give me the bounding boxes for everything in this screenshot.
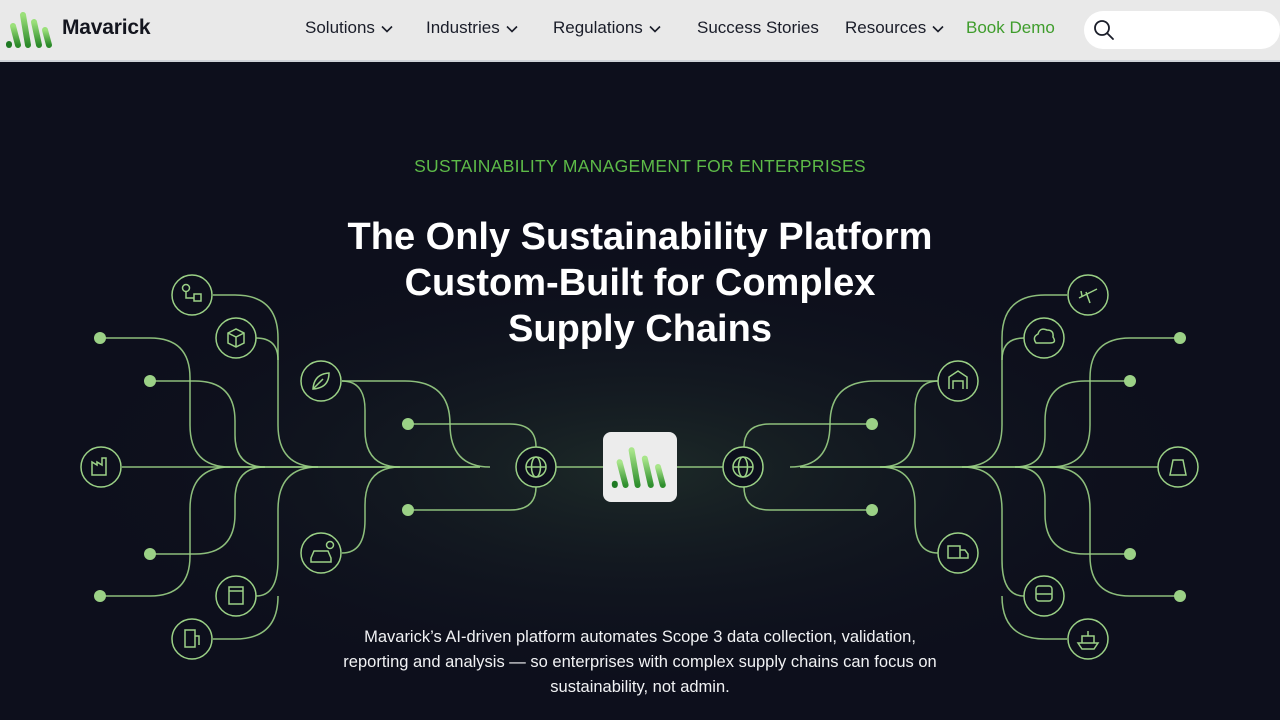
cloud-emissions-icon [1023,317,1065,359]
center-logo-badge [603,432,677,502]
hero-eyebrow: SUSTAINABILITY MANAGEMENT FOR ENTERPRISE… [414,156,866,176]
chevron-down-icon [932,25,944,33]
nav-success-stories[interactable]: Success Stories [697,18,819,42]
network-lines-left [94,294,603,640]
nav-label: Resources [845,18,927,37]
search-box[interactable] [1084,11,1280,49]
nav-label: Success Stories [697,18,819,37]
nav-solutions[interactable]: Solutions [305,18,393,42]
truck-icon [937,532,979,574]
search-icon[interactable] [1093,19,1115,41]
nav-resources[interactable]: Resources [845,18,944,42]
hero-headline: The Only Sustainability Platform Custom-… [347,216,933,350]
train-icon [1023,575,1065,617]
power-plant-icon [1157,446,1199,488]
supply-chain-icon [171,274,213,316]
chevron-down-icon [649,25,661,33]
nav-label: Industries [426,18,500,37]
leaf-icon [300,360,342,402]
prescription-icon [215,575,257,617]
site-header: Mavarick Solutions Industries Regulation… [0,0,1280,62]
hero-description: Mavarick’s AI-driven platform automates … [343,628,937,696]
fuel-pump-icon [171,618,213,660]
chevron-down-icon [381,25,393,33]
electric-car-icon [300,532,342,574]
warehouse-icon [937,360,979,402]
nav-label: Regulations [553,18,643,37]
ship-icon [1067,618,1109,660]
book-demo-link[interactable]: Book Demo [966,18,1055,42]
brand-name[interactable]: Mavarick [62,16,151,39]
package-icon [215,317,257,359]
factory-icon [80,446,122,488]
hero-section: SUSTAINABILITY MANAGEMENT FOR ENTERPRISE… [0,62,1280,720]
globe-icon [515,446,557,488]
book-demo-label: Book Demo [966,18,1055,37]
nav-label: Solutions [305,18,375,37]
mavarick-logo-icon [611,447,666,488]
nav-regulations[interactable]: Regulations [553,18,661,42]
airplane-icon [1067,274,1109,316]
mavarick-logo-icon[interactable] [5,10,55,50]
search-input[interactable] [1122,17,1276,45]
globe-icon [722,446,764,488]
chevron-down-icon [506,25,518,33]
nav-industries[interactable]: Industries [426,18,518,42]
